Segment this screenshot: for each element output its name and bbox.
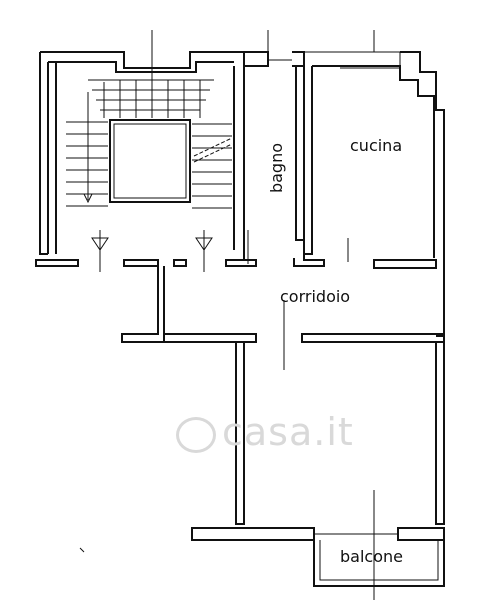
stair-left-wall (39, 52, 48, 255)
stair-bottom-wall-mid (123, 259, 187, 267)
stair-bottom-wall-right (225, 259, 257, 267)
watermark-text: casa.it (222, 410, 354, 454)
stray-mark (79, 547, 85, 553)
room-label-corridoio: corridoio (280, 287, 351, 306)
kitchen-walls (304, 51, 445, 337)
stair-steps-right (192, 123, 232, 209)
stair-inner-walls (47, 62, 235, 254)
bathroom-walls (244, 51, 325, 267)
drain-symbol-left-icon (91, 230, 109, 272)
room-label-balcone: balcone (340, 547, 403, 566)
stair-well-inner (113, 123, 187, 199)
room-label-bagno: bagno (267, 142, 287, 194)
stair-well (109, 119, 191, 203)
corridor-walls (121, 266, 445, 370)
watermark-house-icon (176, 416, 216, 453)
watermark: casa.it (176, 413, 354, 453)
stair-steps-top (88, 79, 214, 118)
stair-bottom-wall-left (35, 259, 79, 267)
balcony-outline (313, 540, 445, 587)
stair-inner-top-wall (48, 61, 234, 73)
stair-steps-left (66, 121, 108, 207)
stair-direction-arrow (83, 92, 93, 204)
axis-lines (151, 30, 375, 600)
stair-outer-walls (40, 51, 245, 261)
room-label-cucina: cucina (350, 136, 403, 155)
staircase (35, 51, 257, 267)
stair-dashed-mark (193, 137, 233, 163)
drain-symbol-right-icon (195, 230, 213, 272)
